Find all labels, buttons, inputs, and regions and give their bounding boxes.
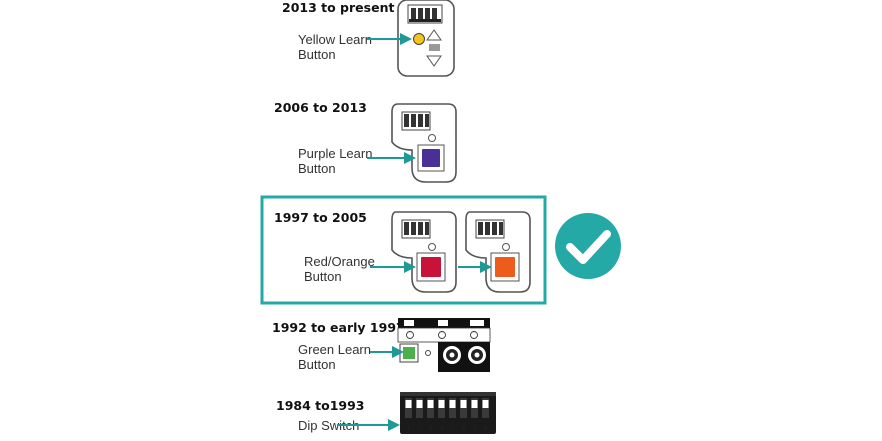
- yellow-learn-button: [413, 33, 425, 45]
- era-2013-to-present: 2013 to present: [282, 0, 395, 15]
- dip-switch-label: Dip Switch: [298, 418, 360, 433]
- dip-number: 4: [439, 424, 444, 432]
- dip-number: 2: [417, 424, 421, 432]
- green-learn-button: [403, 347, 415, 359]
- purple-learn-button: [422, 149, 440, 167]
- red-learn-device: [391, 211, 457, 293]
- dip-toggle: [416, 400, 423, 408]
- dip-toggle: [449, 400, 456, 408]
- yellow-learn-device: [397, 0, 455, 77]
- dip-toggle: [471, 400, 478, 408]
- dip-number: 6: [461, 424, 466, 432]
- dip-toggle: [460, 400, 467, 408]
- green-learn-device: [397, 318, 491, 372]
- dip-number: 8: [483, 424, 487, 432]
- checkmark-icon: [555, 213, 621, 279]
- selected-box: [260, 195, 547, 305]
- dip-number: 7: [472, 424, 476, 432]
- red-learn-button: [421, 257, 441, 277]
- dip-toggle: [405, 400, 412, 408]
- orange-learn-device: [465, 211, 531, 293]
- era-1984-to-1993: 1984 to1993: [276, 398, 365, 413]
- purple-learn-device: [391, 103, 457, 183]
- era-2006-to-2013: 2006 to 2013: [274, 100, 367, 115]
- era-1997-to-2005: 1997 to 2005: [274, 210, 367, 225]
- dip-number: 5: [450, 424, 454, 432]
- dip-toggle: [438, 400, 445, 408]
- dip-toggle: [427, 400, 434, 408]
- dip-number: 1: [406, 424, 410, 432]
- era-1992-to-early-1997: 1992 to early 1997: [272, 320, 405, 335]
- dip-number: 3: [428, 424, 432, 432]
- dip-toggle: [482, 400, 489, 408]
- dip-switch-bank: [405, 398, 489, 418]
- orange-learn-button: [495, 257, 515, 277]
